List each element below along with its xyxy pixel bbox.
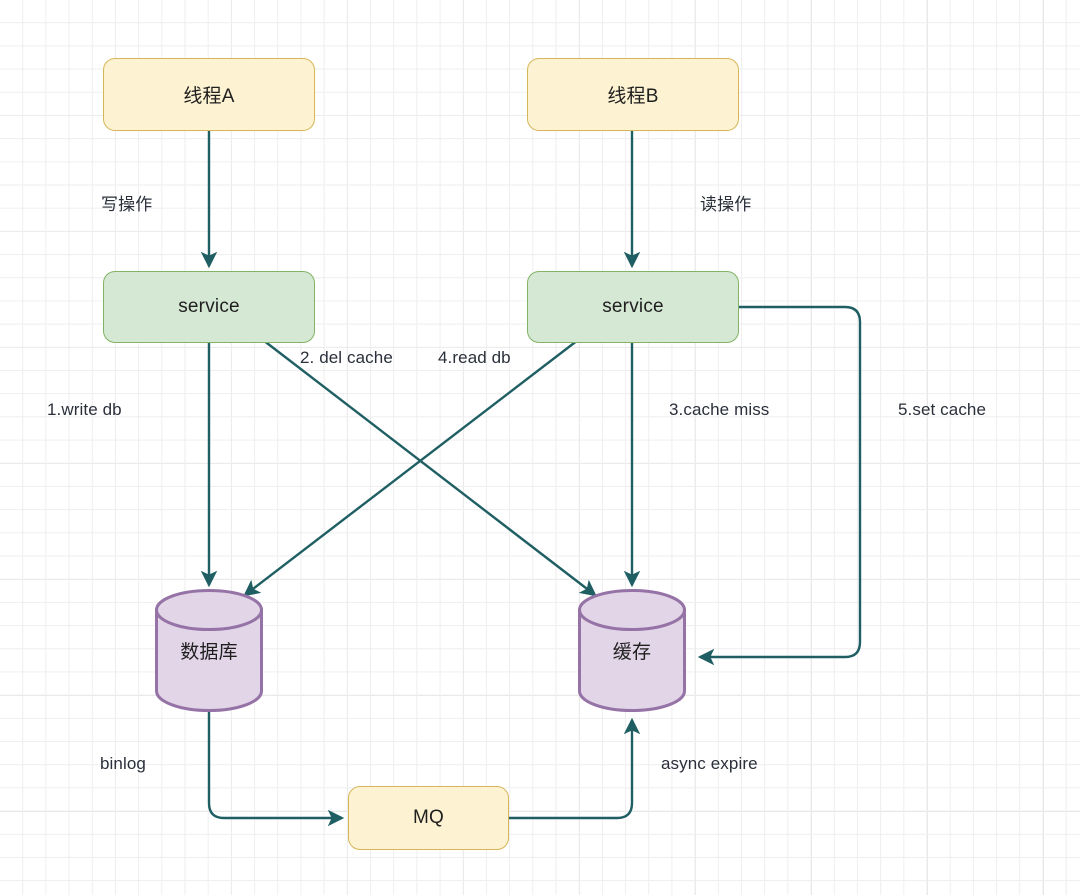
database-cylinder-shape [155, 589, 263, 712]
edge-label-async-expire: async expire [661, 754, 758, 773]
edge-label-cache-miss: 3.cache miss [669, 400, 770, 419]
edge-label-write-op: 写操作 [101, 195, 153, 214]
edge-label-binlog: binlog [100, 754, 146, 773]
node-cache-label: 缓存 [612, 642, 652, 663]
node-cache[interactable]: 缓存 [578, 589, 686, 712]
node-thread-a[interactable]: 线程A [103, 58, 315, 131]
node-thread-b[interactable]: 线程B [527, 58, 739, 131]
edge-label-write-db: 1.write db [47, 400, 122, 419]
node-service-a[interactable]: service [103, 271, 315, 343]
node-mq[interactable]: MQ [348, 786, 509, 850]
node-service-a-label: service [178, 296, 240, 317]
edge-set-cache [697, 305, 862, 666]
node-mq-label: MQ [412, 807, 444, 828]
edge-binlog [207, 712, 345, 827]
node-thread-b-label: 线程B [607, 86, 659, 107]
cache-cylinder-shape [578, 589, 686, 712]
edge-read-db [243, 339, 579, 597]
node-service-b[interactable]: service [527, 271, 739, 343]
node-thread-a-label: 线程A [183, 86, 235, 107]
edge-label-read-db: 4.read db [438, 348, 511, 367]
node-database[interactable]: 数据库 [155, 589, 263, 712]
edge-label-set-cache: 5.set cache [898, 400, 987, 419]
edge-async-expire [508, 717, 641, 820]
edge-del-cache [262, 339, 597, 597]
node-service-b-label: service [602, 296, 664, 317]
edge-label-del-cache: 2. del cache [300, 348, 393, 367]
edge-label-read-op: 读操作 [700, 195, 752, 214]
node-database-label: 数据库 [180, 642, 238, 663]
